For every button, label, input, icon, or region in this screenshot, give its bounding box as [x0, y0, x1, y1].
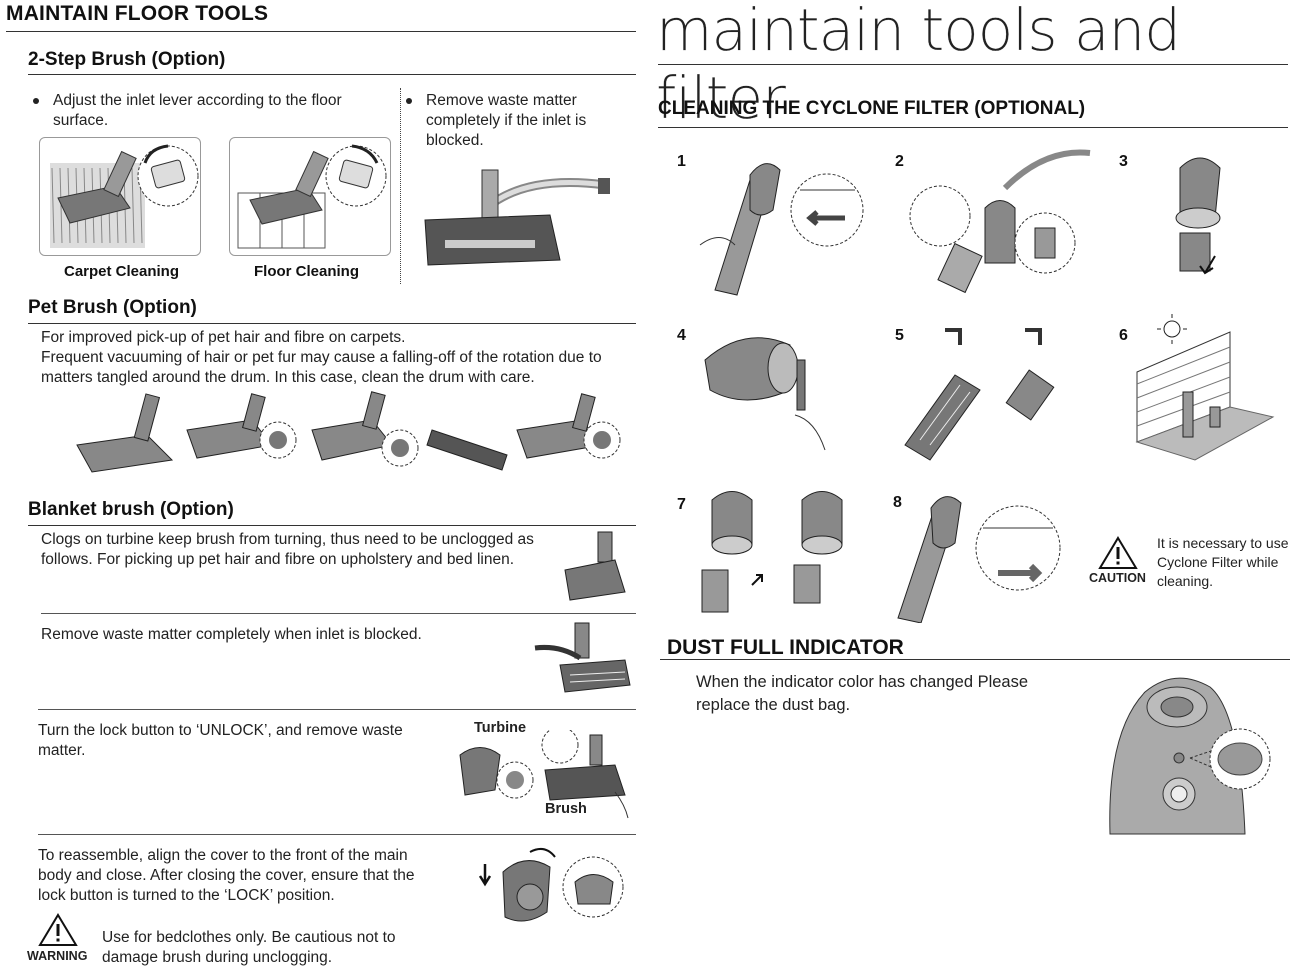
two-step-bullet-1: Adjust the inlet lever according to the … [53, 92, 342, 129]
bullet-icon [33, 98, 39, 104]
warning-text: Use for bedclothes only. Be cautious not… [102, 929, 396, 966]
page-title: maintain tools and filter [656, 0, 1181, 132]
carpet-cleaning-illustration [39, 137, 201, 256]
blanket-text-3: Turn the lock button to ‘UNLOCK’, and re… [38, 722, 403, 759]
divider [28, 74, 636, 75]
nozzle-with-hose-illustration [420, 160, 620, 275]
floor-cleaning-caption: Floor Cleaning [254, 263, 359, 280]
caution-text: It is necessary to use Cyclone Filter wh… [1157, 535, 1289, 589]
blanket-text-2: Remove waste matter completely when inle… [41, 626, 422, 643]
two-step-bullet-2: Remove waste matter completely if the in… [426, 92, 587, 149]
two-step-title: 2-Step Brush (Option) [28, 49, 226, 70]
divider [658, 127, 1288, 128]
step-4-illustration [695, 320, 835, 455]
caution-label: CAUTION [1089, 571, 1146, 585]
step-5-illustration [900, 320, 1090, 465]
divider [28, 525, 636, 526]
blanket-brush-title: Blanket brush (Option) [28, 499, 234, 520]
step-number-1: 1 [677, 153, 686, 170]
pet-brush-illustration-row [72, 390, 632, 482]
step-number-6: 6 [1119, 327, 1128, 344]
divider [41, 613, 636, 614]
step-number-5: 5 [895, 327, 904, 344]
step-7-illustration [692, 485, 862, 620]
cyclone-filter-title: CLEANING THE CYCLONE FILTER (OPTIONAL) [658, 98, 1086, 119]
divider [28, 323, 636, 324]
step-2-illustration [905, 148, 1095, 308]
step-1-illustration [695, 150, 870, 300]
step-3-illustration [1160, 148, 1245, 283]
divider [6, 31, 636, 32]
dotted-separator [400, 88, 401, 284]
pet-brush-text-2: Frequent vacuuming of hair or pet fur ma… [41, 349, 602, 386]
divider [38, 834, 636, 835]
divider [658, 64, 1288, 65]
dust-full-title: DUST FULL INDICATOR [667, 636, 904, 659]
step-8-illustration [883, 488, 1063, 623]
blanket-text-1: Clogs on turbine keep brush from turning… [41, 531, 534, 568]
carpet-cleaning-caption: Carpet Cleaning [63, 263, 180, 280]
pet-brush-title: Pet Brush (Option) [28, 297, 197, 318]
divider [38, 709, 636, 710]
turbine-label: Turbine [474, 720, 527, 736]
step-number-7: 7 [677, 496, 686, 513]
step-6-illustration [1135, 312, 1275, 462]
step-number-4: 4 [677, 327, 686, 344]
divider [660, 659, 1290, 660]
reassemble-illustration [475, 842, 630, 932]
warning-label: WARNING [27, 949, 88, 963]
floor-cleaning-illustration [229, 137, 391, 256]
brush-label: Brush [545, 801, 587, 817]
blanket-text-4: To reassemble, align the cover to the fr… [38, 847, 415, 904]
dust-full-text: When the indicator color has changed Ple… [696, 673, 1029, 714]
step-number-3: 3 [1119, 153, 1128, 170]
vacuum-indicator-illustration [1105, 672, 1285, 837]
caution-icon [1098, 536, 1138, 570]
bullet-icon [406, 98, 412, 104]
section-title-floor-tools: MAINTAIN FLOOR TOOLS [6, 2, 269, 25]
step-number-8: 8 [893, 494, 902, 511]
blanket-clog-illustration [530, 620, 635, 700]
turbine-brush-illustration [450, 730, 635, 825]
step-number-2: 2 [895, 153, 904, 170]
warning-icon [38, 913, 78, 947]
pet-brush-text-1: For improved pick-up of pet hair and fib… [41, 329, 406, 346]
blanket-brush-illustration [560, 530, 630, 605]
